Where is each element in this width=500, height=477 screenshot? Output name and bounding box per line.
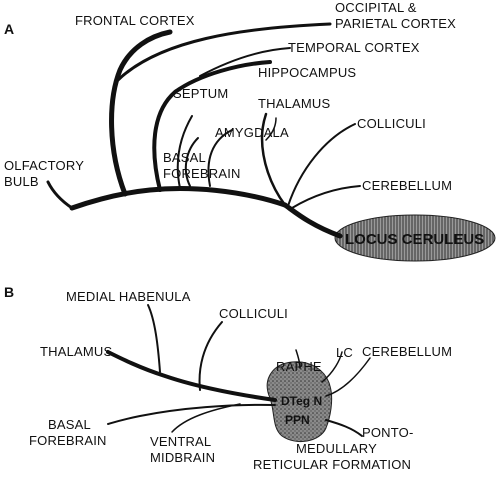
panel-a: A LOCUS CERULEUS FRONTAL CORTEX OCCIPITA… (4, 0, 496, 262)
label-ventral-midbrain-1: VENTRAL (150, 434, 211, 449)
lc-main-trunk (282, 202, 343, 239)
fiber-ponto-medullary (325, 419, 363, 437)
label-olfactory-2: BULB (4, 174, 39, 189)
label-ponto-1: PONTO- (362, 425, 414, 440)
fiber-amygdala (207, 129, 233, 187)
label-cerebellum-b: CEREBELLUM (362, 344, 452, 359)
label-cerebellum-a: CEREBELLUM (362, 178, 452, 193)
locus-ceruleus-nucleus (334, 214, 496, 262)
label-colliculi-b: COLLICULI (219, 306, 288, 321)
label-colliculi-a: COLLICULI (357, 116, 426, 131)
label-lc-b: LC (336, 345, 353, 360)
fiber-cerebellum-a (291, 185, 361, 209)
fiber-ventral-midbrain (171, 403, 241, 433)
fiber-raphe (295, 349, 301, 369)
label-raphe: RAPHE (276, 359, 322, 374)
fiber-frontal (109, 29, 173, 197)
label-temporal-cortex: TEMPORAL CORTEX (288, 40, 420, 55)
fiber-temporal (199, 47, 291, 77)
label-basal-forebrain-2: FOREBRAIN (163, 166, 241, 181)
label-ppn: PPN (285, 413, 310, 427)
fiber-colliculi-a (287, 123, 356, 207)
fiber-occipital (116, 22, 332, 82)
panel-b-letter: B (4, 284, 14, 300)
label-olfactory-1: OLFACTORY (4, 158, 84, 173)
fiber-thalamus-a (260, 112, 287, 207)
fiber-hippocampus (152, 60, 272, 192)
fiber-forebrain-bundle (69, 186, 288, 211)
fiber-septum (176, 115, 193, 189)
fiber-septum-2 (184, 137, 199, 187)
fiber-thalamus-b (106, 350, 277, 402)
label-thalamus-a: THALAMUS (258, 96, 331, 111)
locus-ceruleus-label: LOCUS CERULEUS (345, 231, 484, 248)
label-basal-forebrain-1: BASAL (163, 150, 206, 165)
fiber-colliculi-b (198, 321, 223, 391)
fiber-basal-forebrain-b (107, 403, 276, 425)
label-ponto-3: RETICULAR FORMATION (253, 457, 411, 472)
fiber-medial-habenula (147, 304, 161, 373)
label-septum: SEPTUM (173, 86, 228, 101)
panel-b: B DTeg N PPN MEDIAL HABENULA COLLICULI T… (4, 284, 452, 472)
label-frontal-cortex: FRONTAL CORTEX (75, 13, 195, 28)
label-hippocampus: HIPPOCAMPUS (258, 65, 356, 80)
label-ventral-midbrain-2: MIDBRAIN (150, 450, 215, 465)
panel-a-letter: A (4, 21, 14, 37)
fiber-olfactory (46, 180, 74, 210)
label-amygdala: AMYGDALA (215, 125, 289, 140)
fiber-cerebellum-b (325, 357, 371, 397)
fiber-thalamus-a-2 (265, 117, 277, 141)
label-thalamus-b: THALAMUS (40, 344, 113, 359)
label-ponto-2: MEDULLARY (296, 441, 377, 456)
label-occipital-1: OCCIPITAL & (335, 0, 417, 15)
fiber-lc (321, 351, 343, 383)
label-basal-forebrain-b-1: BASAL (48, 417, 91, 432)
dteg-ppn-nucleus (266, 361, 333, 443)
label-occipital-2: PARIETAL CORTEX (335, 16, 456, 31)
label-basal-forebrain-b-2: FOREBRAIN (29, 433, 107, 448)
label-medial-habenula: MEDIAL HABENULA (66, 289, 191, 304)
label-dteg: DTeg N (281, 394, 322, 408)
